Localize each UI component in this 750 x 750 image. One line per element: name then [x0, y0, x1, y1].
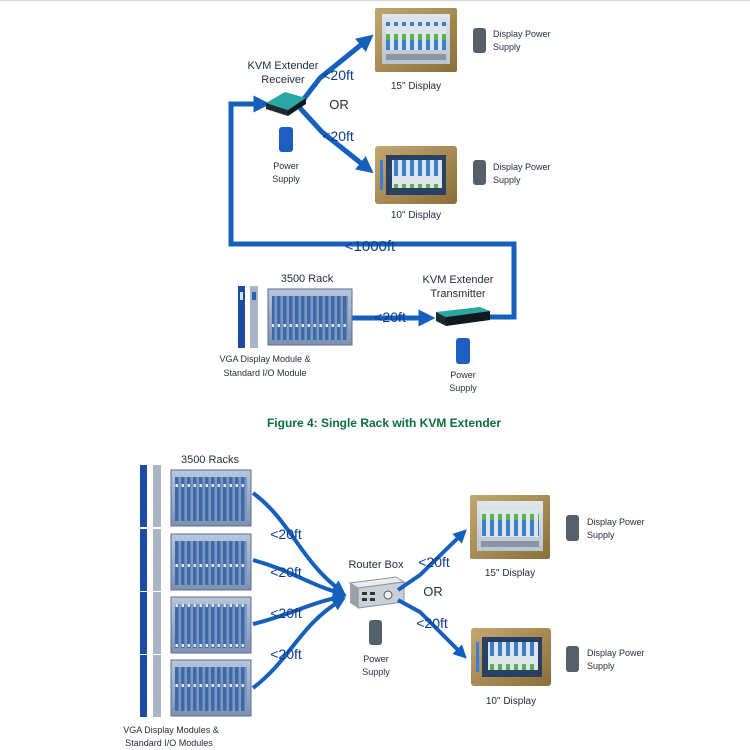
dist-receiver-15in: <20ft: [322, 67, 354, 83]
display-15in-label-top: 15" Display: [391, 81, 441, 92]
rack-label: 3500 Rack: [281, 273, 334, 285]
display-power-icon-15-top: [473, 28, 486, 53]
rack-1: [140, 465, 252, 527]
link-rack4-router: [251, 597, 346, 690]
display-power-icon-10-top: [473, 160, 486, 185]
racks-label: 3500 Racks: [181, 454, 240, 466]
kvm-transmitter-device: [436, 307, 490, 326]
module-label-1: VGA Display Module &: [219, 354, 310, 364]
display-power-icon-15-bottom: [566, 515, 579, 541]
router-power-supply-icon: [369, 620, 382, 645]
kvm-transmitter-label-2: Transmitter: [430, 288, 486, 300]
display-power-label-10-top-1: Display Power: [493, 162, 551, 172]
display-10in-label-bottom: 10" Display: [486, 696, 536, 707]
module-label-2: Standard I/O Module: [223, 368, 306, 378]
link-receiver-to-10in: [298, 106, 374, 174]
router-box-device: [348, 576, 406, 609]
router-power-label-2: Supply: [362, 667, 390, 677]
display-10in-label-top: 10" Display: [391, 210, 441, 221]
vga-io-modules-top: [238, 286, 258, 348]
receiver-power-supply-icon: [279, 127, 293, 152]
dist-1000ft: <1000ft: [345, 238, 396, 255]
display-power-label-10-bottom-2: Supply: [587, 661, 615, 671]
router-label: Router Box: [348, 559, 404, 571]
rack-3: [140, 592, 252, 654]
dist-receiver-10in: <20ft: [322, 128, 354, 144]
link-rack1-router: [251, 491, 346, 595]
display-power-label-10-top-2: Supply: [493, 175, 521, 185]
link-receiver-to-15in: [298, 34, 374, 106]
figure4: KVM Extender Receiver Power Supply <20ft…: [219, 8, 551, 430]
or-label-bottom: OR: [423, 584, 443, 599]
kvm-receiver-device: [266, 92, 306, 116]
transmitter-power-label-2: Supply: [449, 383, 477, 393]
display-power-label-15-bottom-2: Supply: [587, 530, 615, 540]
display-power-label-15-top-2: Supply: [493, 42, 521, 52]
dist-rack4: <20ft: [270, 646, 302, 662]
top-rule: [0, 0, 750, 1]
display-power-label-15-bottom-1: Display Power: [587, 517, 645, 527]
display-power-label-10-bottom-1: Display Power: [587, 648, 645, 658]
display-power-label-15-top-1: Display Power: [493, 29, 551, 39]
rack-4: [140, 655, 252, 717]
kvm-receiver-label-1: KVM Extender: [248, 60, 319, 72]
rack-2: [140, 529, 252, 591]
dist-rack2: <20ft: [270, 564, 302, 580]
dist-rack-transmitter: <20ft: [374, 309, 406, 325]
dist-rack3: <20ft: [270, 605, 302, 621]
or-label-top: OR: [329, 97, 349, 112]
modules-label-2: Standard I/O Modules: [125, 738, 213, 748]
display-10in-top: [375, 146, 457, 204]
transmitter-power-label-1: Power: [450, 370, 476, 380]
modules-label-1: VGA Display Modules &: [123, 725, 219, 735]
link-transmitter-to-receiver: [228, 95, 517, 320]
kvm-receiver-label-2: Receiver: [261, 74, 305, 86]
dist-router-10in: <20ft: [416, 615, 448, 631]
link-router-to-15in: [396, 529, 467, 592]
router-power-label-1: Power: [363, 654, 389, 664]
display-15in-top: [375, 8, 457, 72]
display-15in-label-bottom: 15" Display: [485, 568, 535, 579]
rack-stack: [140, 465, 252, 717]
dist-router-15in: <20ft: [418, 554, 450, 570]
display-power-icon-10-bottom: [566, 646, 579, 672]
figure5: 3500 Racks: [123, 454, 644, 748]
receiver-power-label-2: Supply: [272, 174, 300, 184]
transmitter-power-supply-icon: [456, 338, 470, 364]
display-15in-bottom: [470, 495, 550, 559]
kvm-transmitter-label-1: KVM Extender: [423, 274, 494, 286]
display-10in-bottom: [471, 628, 551, 686]
figure4-caption: Figure 4: Single Rack with KVM Extender: [267, 416, 501, 430]
link-rack2-router: [252, 558, 347, 598]
dist-rack1: <20ft: [270, 526, 302, 542]
link-router-to-10in: [397, 598, 467, 659]
receiver-power-label-1: Power: [273, 161, 299, 171]
rack-3500-top: [267, 288, 353, 346]
